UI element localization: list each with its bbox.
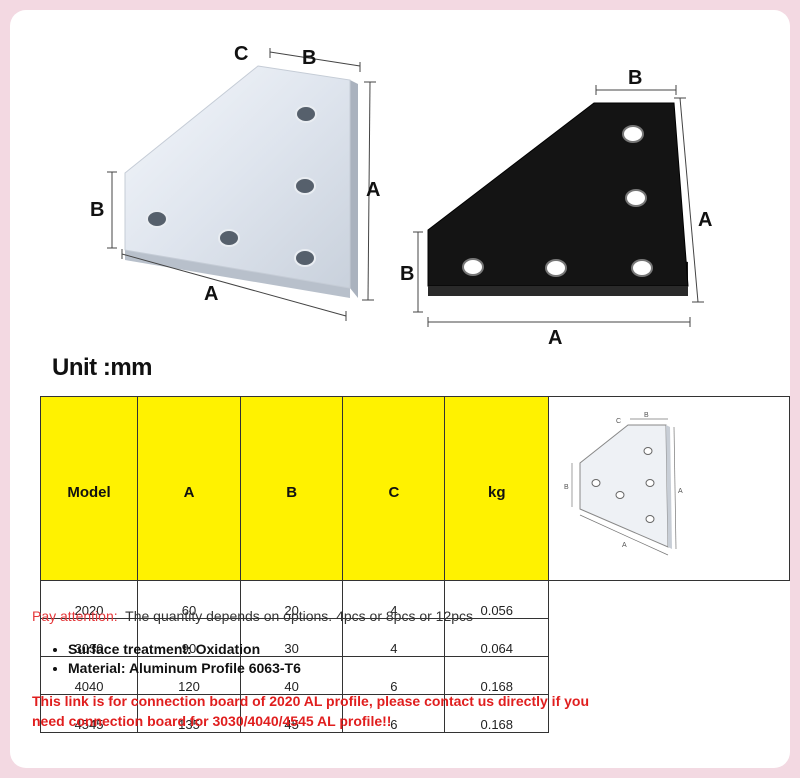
label-b-top: B: [302, 47, 316, 69]
cell-b: 20: [239, 580, 344, 619]
cell-b: 30: [239, 618, 344, 657]
cell-model: 2020: [39, 580, 139, 619]
cell-a: 60: [137, 580, 241, 619]
product-card: C B A B A: [10, 10, 790, 768]
cell-c: 4: [342, 580, 446, 619]
cell-kg: 0.056: [444, 580, 550, 619]
col-header-b: B: [239, 396, 344, 581]
cell-c: 4: [342, 618, 446, 657]
attention-text: The quantity depends on options. 4pcs or…: [125, 608, 474, 624]
hole: [625, 189, 647, 207]
label-a-right: A: [366, 179, 380, 201]
cell-c: 6: [342, 694, 446, 733]
thumb-label-a-right: A: [678, 488, 683, 495]
cell-model: 3030: [39, 618, 139, 657]
notice-text: This link is for connection board of 202…: [32, 693, 590, 729]
col-header-c: C: [342, 396, 446, 581]
label-b-top: B: [628, 67, 642, 89]
black-plate-figure: B A B A: [400, 67, 712, 349]
col-header-model: Model: [39, 396, 139, 581]
hole: [622, 125, 644, 143]
plate-thumbnail: C B B A A: [564, 412, 683, 556]
label-b-side: B: [400, 263, 414, 285]
silver-plate: [124, 65, 351, 289]
hole: [631, 259, 653, 277]
cell-model: 4545: [39, 694, 139, 733]
thumb-plate: [579, 424, 669, 548]
cell-b: 40: [239, 656, 344, 695]
cell-a: 90: [137, 618, 241, 657]
unit-label: Unit :mm: [52, 354, 153, 381]
thumbnail-cell: C B B A A: [548, 396, 790, 581]
hole: [462, 258, 484, 276]
cell-model: 4040: [39, 656, 139, 695]
hole: [545, 259, 567, 277]
label-a-bottom: A: [548, 327, 562, 349]
table-header-row: Model A B C kg: [39, 396, 790, 581]
table-row: 2020 60 20 4 0.056: [39, 580, 790, 619]
hole: [294, 177, 316, 195]
feature-list: Surface treatment: Oxidation Material: A…: [46, 640, 301, 678]
hole: [146, 210, 168, 228]
label-a-right: A: [698, 209, 712, 231]
attention-note: Pay attention: The quantity depends on o…: [32, 608, 473, 624]
thumb-label-c: C: [616, 418, 621, 425]
table-row: 4040 120 40 6 0.168: [39, 656, 790, 695]
label-b-side: B: [90, 199, 104, 221]
cell-b: 45: [239, 694, 344, 733]
attention-label: Pay attention:: [32, 608, 118, 624]
label-c: C: [234, 43, 248, 65]
hole: [218, 229, 240, 247]
cell-kg: 0.168: [444, 694, 550, 733]
silver-plate-figure: C B A B A: [90, 43, 380, 321]
cell-kg: 0.168: [444, 656, 550, 695]
hole: [294, 249, 316, 267]
col-header-a: A: [137, 396, 241, 581]
cell-a: 120: [137, 656, 241, 695]
thumb-label-b-side: B: [564, 484, 569, 491]
label-a-bottom: A: [204, 283, 218, 305]
thumb-label-b-top: B: [644, 412, 649, 419]
cell-c: 6: [342, 656, 446, 695]
col-header-kg: kg: [444, 396, 550, 581]
thumb-label-a-bottom: A: [622, 542, 627, 549]
cell-a: 135: [137, 694, 241, 733]
cell-kg: 0.064: [444, 618, 550, 657]
table-row: 4545 135 45 6 0.168: [39, 694, 790, 733]
black-plate: [427, 102, 689, 287]
hole: [295, 105, 317, 123]
list-item: Surface treatment: Oxidation: [68, 640, 301, 659]
list-item: Material: Aluminum Profile 6063-T6: [68, 659, 301, 678]
table-row: 3030 90 30 4 0.064: [39, 618, 790, 657]
spec-table: Model A B C kg: [39, 396, 790, 733]
